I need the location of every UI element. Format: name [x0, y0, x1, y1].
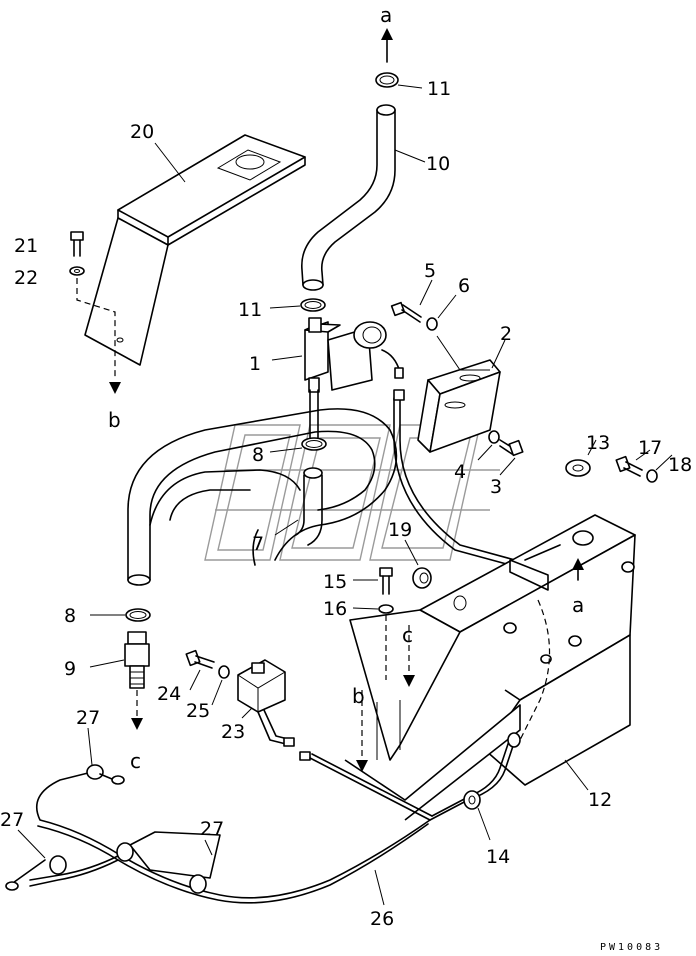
label-part-7: 7 — [252, 533, 264, 555]
hose-clamp-8-lower — [90, 608, 151, 622]
label-part-26: 26 — [370, 908, 394, 930]
wire-harness — [5, 769, 431, 906]
svg-text:c: c — [402, 623, 413, 647]
label-part-27-left: 27 — [0, 809, 24, 831]
label-part-5: 5 — [424, 260, 436, 282]
washer-16 — [352, 604, 394, 614]
washer-22 — [69, 266, 85, 276]
hose-clamp-top — [375, 72, 423, 89]
label-part-6: 6 — [458, 275, 470, 297]
svg-text:a: a — [380, 3, 392, 27]
hose-clamp-8-upper — [269, 389, 327, 453]
mounting-plate — [417, 339, 506, 453]
harness-clip-27-left — [17, 829, 67, 875]
washer-6 — [426, 294, 457, 331]
washer-25 — [211, 665, 230, 706]
label-part-13: 13 — [586, 432, 610, 454]
label-part-21: 21 — [14, 235, 38, 257]
drain-hose — [301, 104, 426, 291]
label-part-16: 16 — [323, 598, 347, 620]
grommet-14 — [429, 732, 521, 841]
washer-18 — [646, 454, 673, 483]
label-part-27-mid: 27 — [200, 818, 224, 840]
svg-text:b: b — [352, 684, 365, 708]
label-part-8-upper: 8 — [252, 444, 264, 466]
hose-clamp-mid — [269, 298, 326, 312]
connector-arrow-c-left: c — [130, 690, 143, 773]
svg-text:b: b — [108, 408, 121, 432]
mounting-bracket — [84, 134, 306, 366]
connector-arrow-c-tank: c — [402, 623, 415, 687]
label-part-17: 17 — [638, 437, 662, 459]
bolt-17 — [615, 449, 651, 477]
harness-clip-27-top — [86, 727, 125, 785]
hose-7 — [274, 467, 323, 546]
grommet-19 — [404, 539, 432, 589]
bolt-3 — [499, 439, 524, 476]
label-part-27-top: 27 — [76, 707, 100, 729]
label-part-11-top: 11 — [427, 78, 451, 100]
label-part-20: 20 — [130, 121, 154, 143]
label-part-15: 15 — [323, 571, 347, 593]
label-part-12: 12 — [588, 789, 612, 811]
label-part-14: 14 — [486, 846, 510, 868]
label-part-9: 9 — [64, 658, 76, 680]
bolt-5 — [390, 279, 433, 323]
label-part-3: 3 — [490, 476, 502, 498]
svg-text:c: c — [130, 749, 141, 773]
bolt-21 — [70, 231, 84, 257]
connector-arrow-b-tank: b — [352, 684, 368, 772]
harness-clip-27-mid — [116, 831, 221, 894]
connector-arrow-b-left: b — [108, 382, 121, 432]
controller-unit — [237, 659, 286, 719]
drawing-code: PW10083 — [600, 942, 663, 953]
label-part-8-lower: 8 — [64, 605, 76, 627]
washer-4 — [477, 430, 500, 461]
svg-text:a: a — [572, 593, 584, 617]
label-part-18: 18 — [668, 454, 692, 476]
part-labels: 1 2 3 4 5 6 7 8 8 9 10 11 11 12 13 14 15… — [0, 78, 692, 930]
label-part-11-mid: 11 — [238, 299, 262, 321]
label-part-1: 1 — [249, 353, 261, 375]
label-part-23: 23 — [221, 721, 245, 743]
grommet-13 — [565, 439, 597, 477]
solenoid-valve — [271, 317, 404, 393]
bolt-24 — [185, 649, 215, 691]
label-part-10: 10 — [426, 153, 450, 175]
connector-arrow-a-top: a — [380, 3, 393, 63]
label-part-25: 25 — [186, 700, 210, 722]
label-part-19: 19 — [388, 519, 412, 541]
label-part-22: 22 — [14, 267, 38, 289]
label-part-24: 24 — [157, 683, 181, 705]
water-tank — [344, 514, 636, 821]
label-part-2: 2 — [500, 323, 512, 345]
connector-arrow-a-tank: a — [572, 558, 584, 617]
label-part-4: 4 — [454, 461, 466, 483]
water-sensor — [89, 631, 150, 689]
bolt-15 — [353, 567, 393, 595]
